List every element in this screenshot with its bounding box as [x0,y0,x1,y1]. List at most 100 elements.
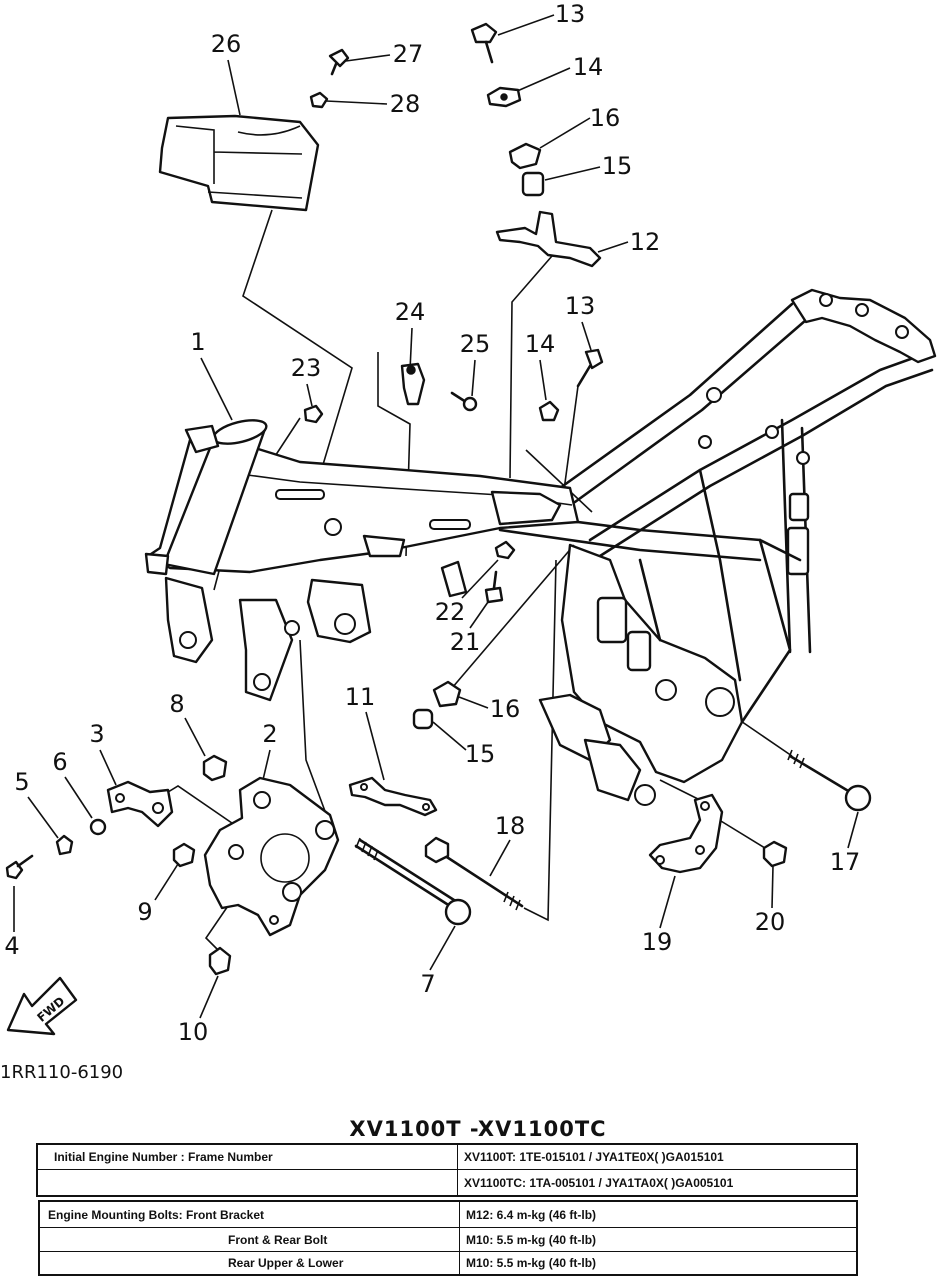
callout-number: 18 [495,812,526,840]
frame-mount-block [626,630,652,672]
leader-line [771,865,774,909]
part-2-plate-hole [228,844,244,860]
part-25-bolt-head [462,396,478,412]
frame-boss [253,673,271,691]
part-19-bracket-hole [655,855,665,865]
leader-line [227,59,241,116]
table-row: Rear Upper & Lower M10: 5.5 m-kg (40 ft-… [40,1252,856,1274]
table-cell-value: M12: 6.4 m-kg (46 ft-lb) [466,1207,597,1222]
assembly-line-18 [523,559,557,922]
part-28-nut [309,91,329,109]
callout-number: 2 [262,720,277,748]
leader-line [345,54,391,62]
part-13-bolt-shank [484,40,494,64]
part-26-cover-detail [175,125,303,199]
part-11-bracket-hole [360,783,368,791]
frame-top-rail [558,302,794,490]
leader-line [458,696,489,709]
part-24-clip-screw [406,365,416,375]
part-7-bolt-shank [354,844,452,908]
frame-boss [705,687,735,717]
forward-arrow: FWD [6,976,78,1036]
frame-slot [275,489,325,500]
part-2-plate-hole [253,791,271,809]
part-21-bolt [484,586,504,604]
callout-number: 8 [169,690,184,718]
assembly-line-14 [525,449,593,513]
frame-boss [895,325,909,339]
part-10-nut [208,946,232,976]
assembly-line-20 [715,817,766,849]
callout-number: 27 [393,40,424,68]
frame-front-bracket [164,576,214,664]
callout-number: 24 [395,298,426,326]
callout-number: 11 [345,683,376,711]
part-15-collar [412,708,434,730]
callout-number: 7 [420,970,435,998]
frame-rear-strut [638,468,792,724]
leader-line [461,559,499,599]
frame-rear-down-tube [780,418,792,654]
part-11-bracket-hole [422,803,430,811]
leader-line [597,241,629,253]
leader-line [325,100,388,105]
callout-number: 19 [642,928,673,956]
part-3-bracket-hole [115,793,125,803]
frame-boss [706,387,722,403]
callout-number: 13 [555,0,586,28]
serial-number-table: Initial Engine Number : Frame Number XV1… [36,1143,858,1197]
part-17-bolt-shank [788,754,852,794]
assembly-line-bracket-12 [509,255,553,479]
assembly-line-10 [204,899,233,951]
frame-boss [796,451,810,465]
leader-line [99,749,117,786]
table-row: XV1100TC: 1TA-005101 / JYA1TA0X( )GA0051… [38,1170,856,1195]
frame-side-stand-tab [144,552,170,576]
frame-boss [284,620,300,636]
callouts: 13 14 16 15 12 27 28 26 1 23 24 25 14 13… [4,0,860,1046]
leader-line [469,601,489,629]
frame-steering-stop [184,424,220,454]
part-7-bolt-thread [355,837,379,861]
frame-boss [655,679,677,701]
callout-number: 6 [52,748,67,776]
table-row: Initial Engine Number : Frame Number XV1… [38,1145,856,1170]
part-17-bolt-head [844,784,872,812]
torque-spec-table: Engine Mounting Bolts: Front Bracket M12… [38,1200,858,1276]
leader-line [847,811,859,849]
part-2-plate-boss [260,833,310,883]
leader-line [432,721,467,751]
frame-mount-block [596,596,628,644]
part-13-bolt-shank [576,364,592,388]
main-frame [144,288,937,806]
part-18-bolt-shank [434,848,524,908]
frame-tab [362,534,406,558]
callout-number: 9 [137,898,152,926]
leader-line [365,711,385,781]
frame-tab [788,492,810,522]
assembly-line-16 [451,544,575,689]
table-row: Front & Rear Bolt M10: 5.5 m-kg (40 ft-l… [40,1228,856,1252]
leader-line [154,863,179,901]
leader-line [27,796,59,839]
part-9-nut [172,842,196,868]
part-16-cap [508,142,542,170]
leader-line [581,321,592,351]
leader-line [539,117,591,149]
frame-exploded-diagram: FWD 13 14 16 15 12 27 28 26 1 23 24 25 1… [0,0,937,1083]
callout-number: 16 [490,695,521,723]
part-7-bolt-head [444,898,472,926]
table-cell-label: Initial Engine Number : Frame Number [38,1145,458,1169]
frame-gusset [490,490,562,526]
part-2-engine-mount-plate [203,776,340,937]
leader-line [306,383,313,407]
callout-number: 17 [830,848,861,876]
assembly-line-plate [299,639,333,831]
leader-line [409,327,413,371]
part-3-bracket [106,780,174,828]
part-2-plate-hole [282,882,302,902]
leader-line [497,14,555,36]
callout-number: 26 [211,30,242,58]
leader-line [659,875,676,929]
callout-number: 16 [590,104,621,132]
